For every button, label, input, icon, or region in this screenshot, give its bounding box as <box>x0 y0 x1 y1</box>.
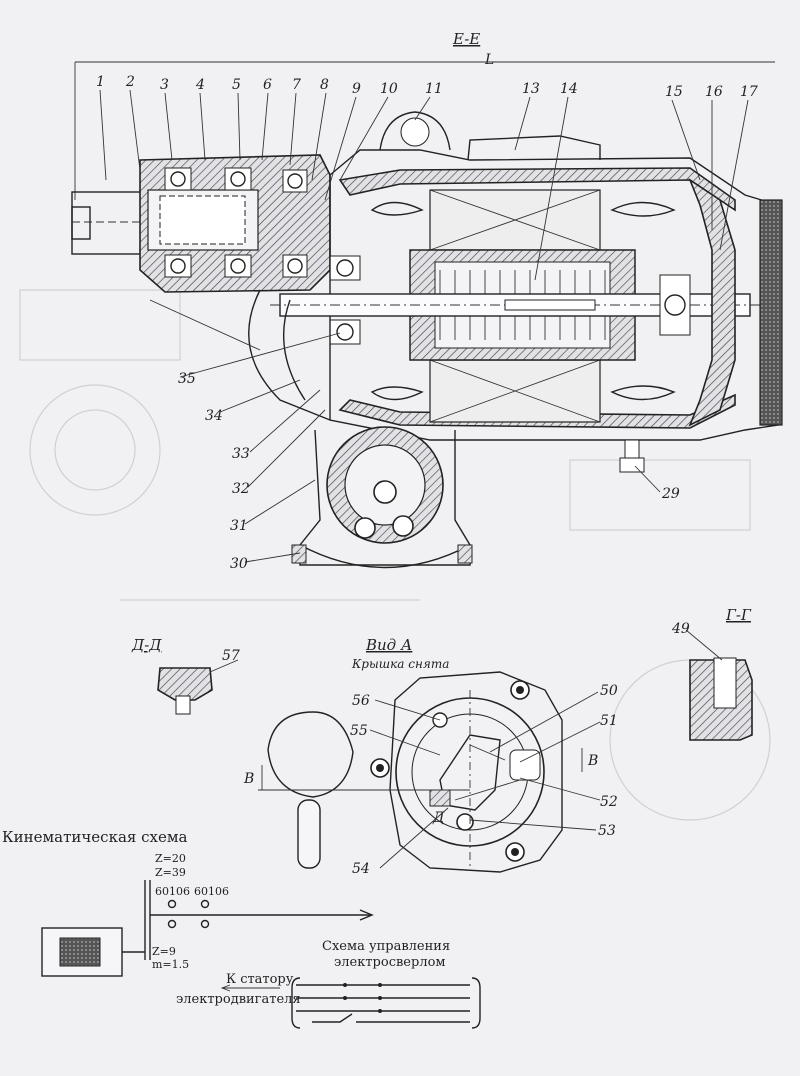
callout-3: 3 <box>160 77 169 93</box>
callout-14: 14 <box>560 81 578 97</box>
callout-10: 10 <box>380 81 398 97</box>
callout-31: 31 <box>230 518 248 534</box>
view-a-title: Вид А <box>365 636 412 654</box>
callout-55: 55 <box>350 723 368 739</box>
to-stator-line2: электродвигателя <box>176 992 301 1007</box>
callout-49: 49 <box>671 621 690 637</box>
callout-54: 54 <box>352 861 370 877</box>
view-a: Вид А Крышка снята В В Д <box>243 636 618 877</box>
callout-1: 1 <box>96 74 105 90</box>
bearing-1-label: 60106 <box>155 885 190 898</box>
control-scheme: Схема управления электросверлом К статор… <box>176 939 481 1029</box>
callouts-left: 35 34 33 32 31 30 29 <box>178 371 680 572</box>
stator <box>370 189 676 423</box>
control-title-line2: электросверлом <box>334 955 446 970</box>
module-label: m=1.5 <box>152 958 189 971</box>
callout-4: 4 <box>195 77 205 93</box>
kinematic-scheme: Кинематическая схема Z=20 Z=39 60106 601… <box>2 828 374 977</box>
callout-6: 6 <box>263 77 272 93</box>
section-dd-part <box>157 667 213 701</box>
callout-5: 5 <box>232 77 241 93</box>
callout-35: 35 <box>178 371 196 387</box>
to-stator-line1: К статору <box>226 972 294 987</box>
section-gg-title: Г-Г <box>725 606 752 624</box>
bearing-2-label: 60106 <box>194 885 229 898</box>
gear-z2-label: Z=39 <box>155 866 186 879</box>
leader-lines <box>99 89 749 563</box>
callout-33: 33 <box>232 446 250 462</box>
gearbox <box>291 426 473 569</box>
callout-53: 53 <box>598 823 616 839</box>
callout-17: 17 <box>740 84 758 100</box>
callout-32: 32 <box>232 481 250 497</box>
callout-2: 2 <box>125 74 135 90</box>
ghost-background <box>19 289 771 821</box>
gear-z1-label: Z=20 <box>155 852 186 865</box>
callout-51: 51 <box>600 713 618 729</box>
callout-16: 16 <box>705 84 723 100</box>
callout-8: 8 <box>320 77 329 93</box>
callout-11: 11 <box>425 81 443 97</box>
section-ee: E-E L <box>71 30 783 572</box>
callout-34: 34 <box>205 408 223 424</box>
bearings <box>164 167 361 345</box>
callout-57: 57 <box>222 648 240 664</box>
section-mark-b-right: В <box>587 753 598 769</box>
callouts-top: 1 2 3 4 5 6 7 8 9 10 11 13 14 15 16 17 <box>96 74 758 100</box>
view-a-subtitle: Крышка снята <box>351 657 449 671</box>
section-mark-b-left: В <box>243 771 254 787</box>
callout-7: 7 <box>292 77 301 93</box>
bolts <box>370 680 530 862</box>
callout-50: 50 <box>600 683 618 699</box>
callout-9: 9 <box>352 81 361 97</box>
control-title-line1: Схема управления <box>322 939 450 954</box>
kinematic-title: Кинематическая схема <box>2 828 188 846</box>
gear-z3-label: Z=9 <box>152 945 176 958</box>
section-gg: Г-Г 49 <box>671 606 753 741</box>
end-cap <box>759 199 783 426</box>
callout-15: 15 <box>665 84 683 100</box>
callout-29: 29 <box>661 486 680 502</box>
callout-52: 52 <box>600 794 618 810</box>
callout-56: 56 <box>352 693 370 709</box>
section-dd: Д-Д 57 <box>131 636 240 715</box>
callout-30: 30 <box>230 556 248 572</box>
section-dd-title: Д-Д <box>131 636 162 654</box>
section-ee-title: E-E <box>452 30 480 48</box>
handle <box>267 711 354 798</box>
dimension-l-label: L <box>484 52 494 68</box>
callout-13: 13 <box>522 81 540 97</box>
